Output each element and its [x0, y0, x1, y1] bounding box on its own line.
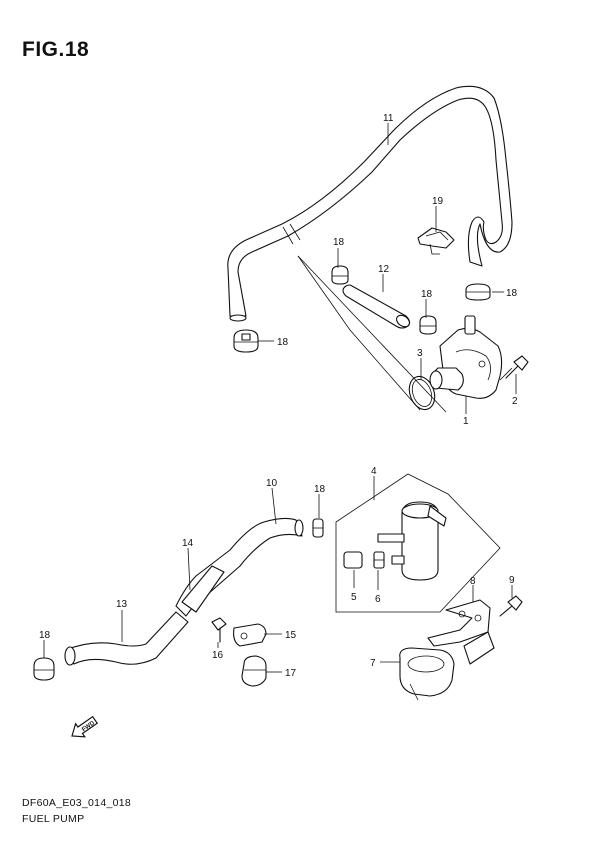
callout-8: 8: [470, 576, 476, 587]
clamp-18-right[interactable]: [465, 283, 491, 301]
clamp-18-filter-inlet[interactable]: [312, 518, 324, 538]
clip-6[interactable]: [373, 551, 385, 569]
hose-12[interactable]: [342, 284, 412, 329]
callout-12: 12: [378, 264, 390, 275]
callout-6: 6: [375, 594, 381, 605]
leader-lines: [43, 123, 517, 673]
bolt-2[interactable]: [499, 355, 529, 381]
callout-14: 14: [182, 538, 194, 549]
callout-17: 17: [285, 668, 297, 679]
callout-labels: 11 19 18 12 18 18 18 3 2 1 4 10 18 14 5 …: [39, 113, 518, 679]
fuel-pump-1[interactable]: [429, 315, 503, 399]
clamp-band-7[interactable]: [399, 647, 455, 701]
bolt-9[interactable]: [499, 595, 523, 617]
callout-15: 15: [285, 630, 297, 641]
callout-10: 10: [266, 478, 278, 489]
callout-18: 18: [421, 289, 433, 300]
figure-code: DF60A_E03_014_018: [22, 797, 132, 809]
callout-18: 18: [333, 237, 345, 248]
fuel-filter-assembly-4[interactable]: [335, 473, 501, 613]
callout-18: 18: [314, 484, 326, 495]
clamp-18-mid[interactable]: [419, 315, 437, 335]
callout-4: 4: [371, 466, 377, 477]
callout-7: 7: [370, 658, 376, 669]
sleeve-14[interactable]: [181, 565, 225, 613]
callout-3: 3: [417, 348, 423, 359]
hose-13[interactable]: [64, 611, 189, 666]
clip-19[interactable]: [417, 227, 455, 255]
callout-18: 18: [39, 630, 51, 641]
callout-5: 5: [351, 592, 357, 603]
fuel-filter-body[interactable]: [377, 501, 447, 581]
grommet-5[interactable]: [343, 551, 363, 569]
clamp-17[interactable]: [241, 655, 267, 687]
clamp-18-lower-left[interactable]: [33, 657, 55, 681]
clamp-18-upper-left[interactable]: [233, 329, 259, 353]
figure-title: FIG.18: [22, 38, 90, 61]
bolt-16[interactable]: [211, 617, 227, 643]
fuel-hose-11[interactable]: [227, 85, 513, 322]
figure-name: FUEL PUMP: [22, 813, 85, 825]
callout-11: 11: [383, 113, 394, 124]
bracket-15[interactable]: [233, 623, 267, 647]
callout-9: 9: [509, 575, 515, 586]
callout-13: 13: [116, 599, 128, 610]
bracket-8[interactable]: [427, 599, 495, 665]
callout-18: 18: [277, 337, 289, 348]
callout-18: 18: [506, 288, 518, 299]
callout-19: 19: [432, 196, 444, 207]
callout-2: 2: [512, 396, 518, 407]
clamp-18-top[interactable]: [331, 265, 349, 285]
callout-1: 1: [463, 416, 469, 427]
o-ring-3[interactable]: [405, 373, 439, 413]
callout-16: 16: [212, 650, 224, 661]
forward-direction-arrow-icon: FWD: [71, 715, 99, 738]
